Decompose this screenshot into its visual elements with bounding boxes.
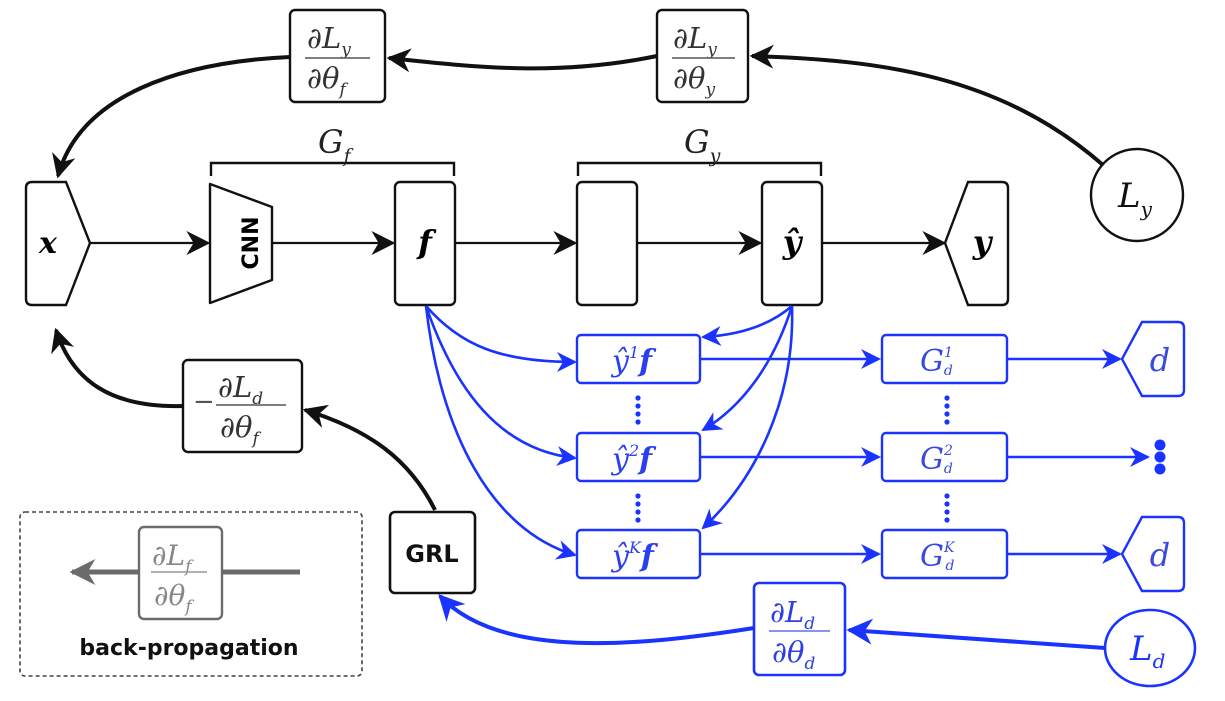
arrow-yhat-to-branch-1 <box>701 305 793 347</box>
arrow-yhat-to-branch-2 <box>701 305 794 432</box>
arrow-f-to-branch-k <box>424 305 577 560</box>
backprop-d-path <box>438 594 1106 650</box>
branch-outputs: dd <box>1120 320 1186 593</box>
bracket-gy: Gy <box>576 123 823 176</box>
legend-grad-den: ∂θf <box>154 579 194 617</box>
ellipsis-dots <box>635 395 950 523</box>
more-outputs-dots <box>1154 439 1166 475</box>
grad-dly-dthetay-num: ∂Ly <box>673 21 717 60</box>
grad-dly-dthetaf-num: ∂Ly <box>307 21 351 60</box>
hidden-layer-box[interactable] <box>575 180 639 307</box>
arrow-ld-to-grad-thetad <box>846 618 1106 650</box>
prediction-node-yhat-label: ŷ <box>782 223 804 261</box>
feature-node-f-label: f <box>416 223 437 261</box>
branch-input-box[interactable]: ŷKf <box>575 528 702 580</box>
arrow-grad-thetaf-to-x <box>52 55 291 179</box>
arrow-f-to-branch-2 <box>424 305 577 467</box>
domain-output-label: d <box>1150 536 1170 574</box>
loss-node-ly[interactable]: Ly <box>1089 147 1185 243</box>
cnn-label: CNN <box>239 217 264 270</box>
grad-dly-dthetaf-den: ∂θf <box>307 61 348 100</box>
grad-dld-dthetad-den: ∂θd <box>772 635 815 674</box>
grad-dly-dthetay-den: ∂θy <box>673 61 715 100</box>
branch-input-box[interactable]: ŷ2f <box>575 431 702 483</box>
arrow-ly-to-grad-thetay <box>749 44 1105 167</box>
input-node-x-label: x <box>38 226 58 261</box>
domain-output-label: d <box>1150 341 1170 379</box>
grad-dly-dthetaf-box[interactable]: ∂Ly ∂θf <box>288 8 387 104</box>
loss-node-ld-label: Ld <box>1129 629 1165 673</box>
bracket-gf: Gf <box>209 123 456 176</box>
legend-label: back-propagation <box>79 636 298 661</box>
grad-neg-dld-dthetaf-num: ∂Ld <box>218 370 263 409</box>
prediction-node-yhat[interactable]: ŷ <box>760 180 824 307</box>
arrow-grl-to-grad <box>302 404 437 511</box>
label-node-y-label: y <box>972 223 994 261</box>
legend-grad-num: ∂Lf <box>152 539 194 577</box>
loss-node-ly-label: Ly <box>1117 176 1153 221</box>
input-node-x[interactable]: x <box>24 180 92 307</box>
grad-dld-dthetad-num: ∂Ld <box>770 595 815 634</box>
grad-dld-dthetad-box[interactable]: ∂Ld ∂θd <box>752 581 847 677</box>
branch-inputs: ŷ1f ŷ2f ŷKf <box>575 333 702 580</box>
bracket-gf-label: Gf <box>318 123 354 167</box>
arrow-f-to-branch-1 <box>425 305 577 372</box>
feature-node-f[interactable]: f <box>393 180 457 307</box>
backprop-grl-path <box>51 327 437 511</box>
cnn-block[interactable]: CNN <box>208 182 274 305</box>
backprop-y-path <box>52 44 1105 179</box>
domain-output-d[interactable]: d <box>1120 320 1186 398</box>
arrow-grad-thetay-to-grad-thetaf <box>386 48 658 73</box>
arrow-grad-to-x <box>51 327 184 409</box>
legend-gradient-box <box>137 525 224 621</box>
grad-neg-dld-dthetaf-box[interactable]: − ∂Ld ∂θf <box>181 358 304 454</box>
grl-label: GRL <box>405 540 458 568</box>
domain-output-d[interactable]: d <box>1120 515 1186 593</box>
domain-branch-arrows <box>424 305 1150 564</box>
loss-node-ld[interactable]: Ld <box>1103 608 1197 688</box>
bracket-gy-label: Gy <box>684 123 721 167</box>
grad-neg-dld-dthetaf-den: ∂θf <box>220 410 261 449</box>
label-node-y[interactable]: y <box>943 180 1010 307</box>
arrow-yhat-to-branch-k <box>701 305 794 530</box>
grad-neg-sign: − <box>193 387 215 417</box>
grad-dly-dthetay-box[interactable]: ∂Ly ∂θy <box>655 8 750 104</box>
legend: ∂Lf ∂θf back-propagation <box>19 511 363 677</box>
branch-input-label: ŷ1f <box>610 343 657 379</box>
grl-block[interactable]: GRL <box>388 510 477 595</box>
branch-input-box[interactable]: ŷ1f <box>575 333 702 385</box>
arrow-grad-thetad-to-grl <box>438 594 755 646</box>
